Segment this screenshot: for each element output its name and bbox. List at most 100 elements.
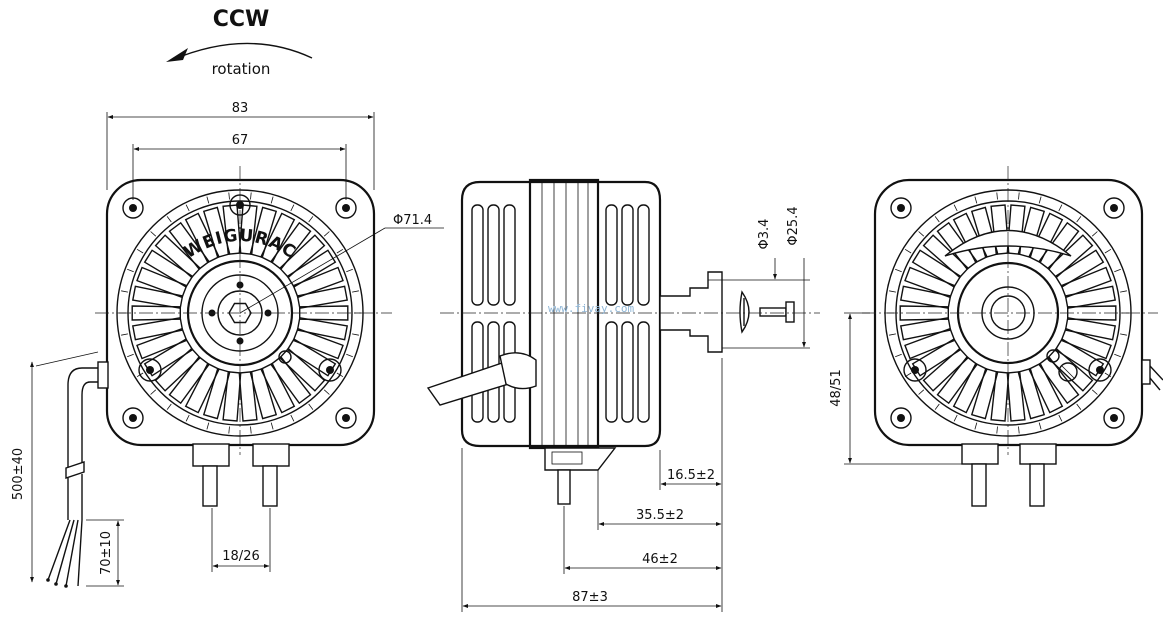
dim-side-total: 87±3 <box>572 590 608 605</box>
fin-slot <box>260 362 296 414</box>
fin-rib <box>308 403 314 410</box>
side-slot <box>637 321 650 423</box>
fin-rib <box>904 248 912 254</box>
front-terminals <box>192 443 290 507</box>
fin-slot <box>970 206 999 259</box>
fin-slot <box>168 221 210 271</box>
fin-slot <box>249 206 278 259</box>
fin-slot <box>286 249 337 288</box>
dim-width-holes: 67 <box>232 133 249 148</box>
fin-slot <box>911 249 962 288</box>
fin-rib <box>228 192 230 200</box>
fin-rib <box>206 422 210 430</box>
fin-slot <box>238 204 258 255</box>
fin-rib <box>974 422 978 430</box>
fin-slot <box>278 347 326 392</box>
rotation-label: rotation <box>212 60 271 78</box>
fin-rib <box>127 268 134 273</box>
fin-slot <box>990 371 1010 422</box>
side-slot <box>621 321 634 423</box>
fin-rib <box>1120 290 1127 293</box>
ground-symbol-icon <box>1058 362 1078 382</box>
fin-slot <box>299 305 349 321</box>
fin-slot <box>270 355 312 405</box>
fin-slot <box>136 327 188 360</box>
fin-rib <box>150 231 157 237</box>
mounting-screw <box>759 307 787 317</box>
rotation-arrow-icon <box>171 42 313 61</box>
side-slot <box>605 321 618 423</box>
fin-rib <box>323 389 330 395</box>
fin-slot <box>131 305 181 321</box>
side-slot <box>503 204 516 306</box>
fin-rib <box>1038 422 1042 430</box>
rear-view: 48/51 <box>829 166 1163 507</box>
fin-slot <box>1067 305 1117 321</box>
fin-slot <box>168 355 210 405</box>
corner-holes <box>122 197 357 429</box>
fin-slot <box>154 347 202 392</box>
fin-slot <box>1038 355 1080 405</box>
fin-rib <box>1058 414 1063 422</box>
dim-width-outer: 83 <box>232 101 249 116</box>
fin-slot <box>238 371 258 422</box>
fin-slot <box>143 338 194 377</box>
fin-slot <box>296 316 349 341</box>
watermark-text: www.fivay.com <box>548 302 634 315</box>
fin-slot <box>131 316 184 341</box>
fin-slot <box>249 367 278 420</box>
fin-rib <box>1091 389 1098 395</box>
fin-slot <box>202 206 231 259</box>
fin-slot <box>904 266 956 299</box>
fin-rib <box>290 414 295 422</box>
fin-slot <box>1064 285 1117 310</box>
rear-terminals <box>961 443 1057 507</box>
dim-side-c: 46±2 <box>642 552 678 567</box>
fin-slot <box>202 367 231 420</box>
fin-rib <box>1018 192 1020 200</box>
fin-slot <box>1017 206 1046 259</box>
fin-slot <box>1006 204 1026 255</box>
fin-slot <box>1064 316 1117 341</box>
fin-rib <box>352 333 359 336</box>
fin-rib <box>1076 216 1082 223</box>
fin-rib <box>1120 333 1127 336</box>
front-cooling-fins <box>119 192 361 434</box>
fin-rib <box>974 196 978 204</box>
fin-slot <box>1060 266 1112 299</box>
side-slot <box>471 204 484 306</box>
dim-lead-length: 70±10 <box>99 531 114 575</box>
fin-slot <box>1017 367 1046 420</box>
fin-rib <box>250 192 252 200</box>
fin-rib <box>1058 204 1063 212</box>
fin-slot <box>154 234 202 279</box>
dim-terminal-spacing: 18/26 <box>222 549 259 564</box>
front-view: 83 67 WEIGURAC <box>11 101 444 588</box>
fin-slot <box>1028 362 1064 414</box>
fin-slot <box>1054 338 1105 377</box>
fin-slot <box>922 347 970 392</box>
fin-slot <box>1006 371 1026 422</box>
fin-slot <box>184 212 220 264</box>
fin-slot <box>952 362 988 414</box>
fin-rib <box>895 268 902 273</box>
dim-side-a: 16.5±2 <box>667 468 715 483</box>
fin-slot <box>970 367 999 420</box>
fin-rib <box>323 231 330 237</box>
rotation-arrowhead-icon <box>166 48 188 62</box>
fin-rib <box>918 389 925 395</box>
dim-shaft-small: Φ3.4 <box>757 219 772 250</box>
fin-rib <box>166 403 172 410</box>
side-housing <box>460 180 662 448</box>
fin-slot <box>260 212 296 264</box>
fin-slot <box>1046 347 1094 392</box>
rear-housing <box>873 178 1144 447</box>
fin-slot <box>1038 221 1080 271</box>
rear-corner-holes <box>890 197 1125 429</box>
fin-slot <box>296 285 349 310</box>
fin-rib <box>1104 248 1112 254</box>
fin-slot <box>1054 249 1105 288</box>
fin-slot <box>292 266 344 299</box>
fin-rib <box>121 333 128 336</box>
